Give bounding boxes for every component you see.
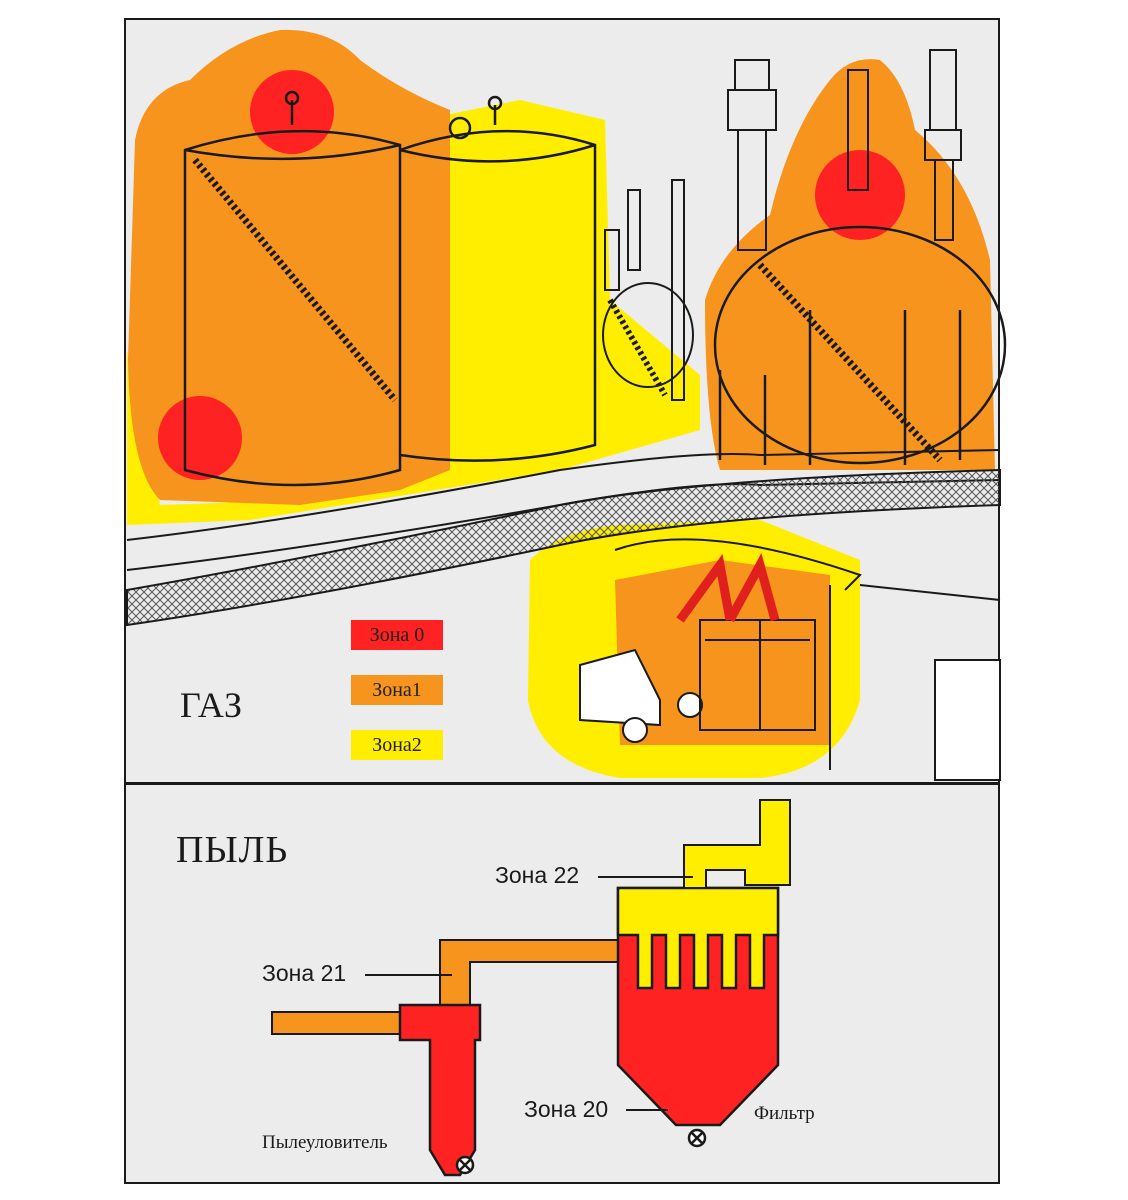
loading-arms — [676, 553, 780, 623]
small-sphere-tank — [602, 179, 694, 401]
fence — [126, 468, 1001, 627]
dust-collector-caption: Пылеуловитель — [262, 1132, 388, 1153]
bag-filter — [616, 886, 780, 1148]
gas-section-title: ГАЗ — [180, 685, 244, 725]
zone1-area — [128, 29, 995, 745]
legend-zone1-label: Зона1 — [372, 678, 422, 701]
zone20-label: Зона 20 — [524, 1096, 609, 1122]
dust-section-title: ПЫЛЬ — [176, 829, 289, 871]
filter-caption: Фильтр — [754, 1103, 815, 1124]
zone21-label: Зона 21 — [262, 960, 347, 986]
shed-canopy — [614, 538, 1001, 781]
tanker-truck — [579, 619, 816, 743]
storage-tank-left — [183, 90, 402, 487]
zone22-label: Зона 22 — [495, 862, 580, 888]
legend-zone2: Зона2 — [351, 730, 443, 760]
storage-tank-middle — [399, 95, 597, 462]
legend-zone0-label: Зона 0 — [369, 623, 425, 646]
spherical-tank — [713, 225, 1007, 465]
zone-leader-lines — [365, 876, 693, 1111]
distillation-towers — [727, 49, 962, 251]
cyclone-dust-collector — [398, 1003, 482, 1177]
legend-zone2-label: Зона2 — [372, 733, 422, 756]
filter-exhaust-fan — [683, 799, 791, 889]
legend-zone1: Зона1 — [351, 675, 443, 705]
legend-zone0: Зона 0 — [351, 620, 443, 650]
section-divider — [124, 782, 1000, 785]
